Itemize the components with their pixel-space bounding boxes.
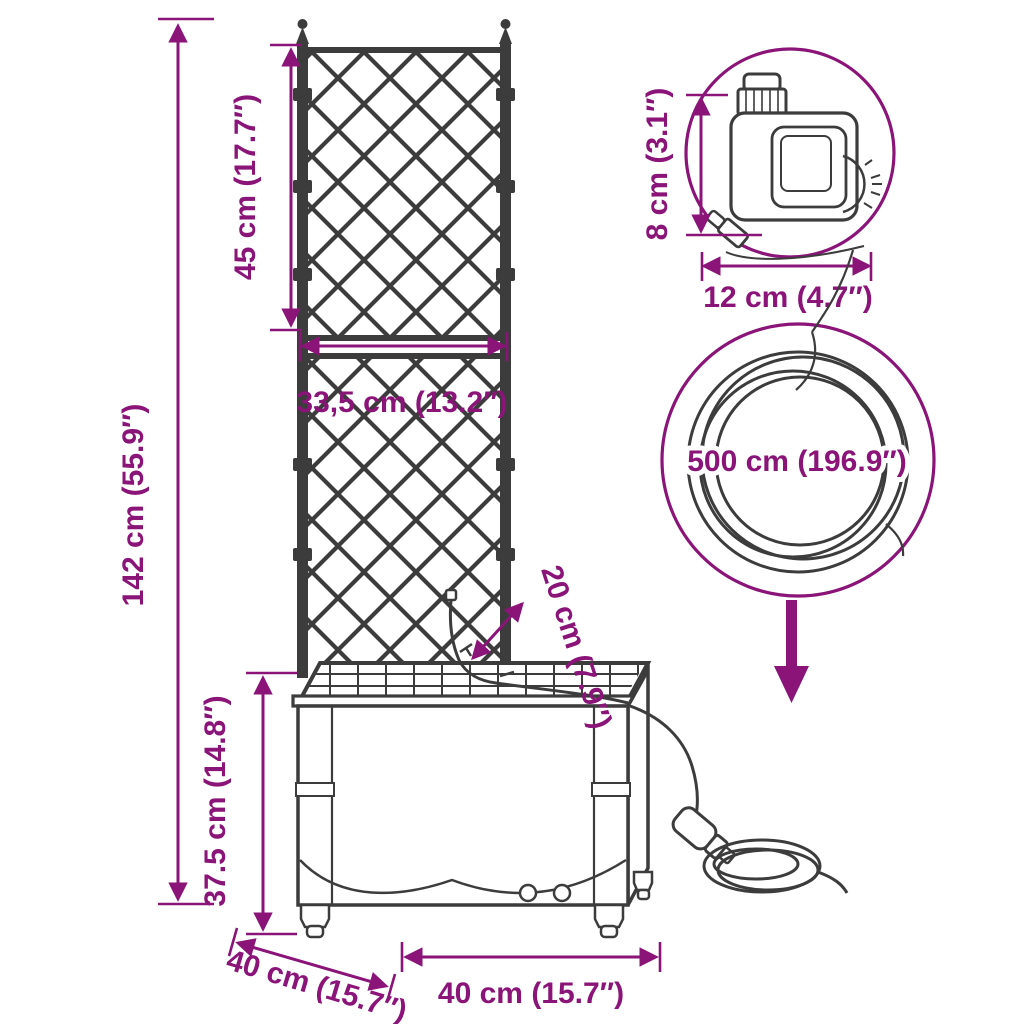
planter-height-label: 37.5 cm (14.8″) [199, 695, 232, 906]
hose-out [629, 704, 699, 821]
dimension-total-height: 142 cm (55.9″) [117, 17, 214, 906]
planter-soil-grid [303, 665, 644, 696]
trellis-post-left [297, 42, 308, 678]
planter-box [291, 661, 654, 939]
hose-length-label: 500 cm (196.9″) [687, 445, 907, 478]
dimension-trellis-height: 45 cm (17.7″) [229, 43, 302, 332]
timer-width-label: 12 cm (4.7″) [703, 281, 872, 314]
finial-left [297, 19, 308, 29]
timer-outlet [706, 209, 750, 249]
drip-connector [444, 588, 458, 602]
dimension-timer-height: 8 cm (3.1″) [641, 88, 762, 241]
trellis-width-label: 33,5 cm (13.2″) [296, 386, 507, 419]
callout-circle [660, 322, 936, 598]
trellis [293, 19, 515, 678]
down-arrow [774, 600, 809, 703]
dimension-planter-width: 40 cm (15.7″) [400, 942, 662, 1010]
hose-coil [686, 249, 910, 574]
dimension-trellis-width: 33,5 cm (13.2″) [296, 332, 509, 419]
water-timer [706, 72, 882, 260]
trellis-height-label: 45 cm (17.7″) [229, 94, 262, 280]
planter-width-label: 40 cm (15.7″) [438, 977, 624, 1010]
timer-dial [842, 154, 866, 214]
timer-callout: 8 cm (3.1″) 12 cm (4.7″) [641, 47, 896, 314]
irrigation-system [444, 588, 849, 894]
drain-hole [552, 883, 572, 903]
planter-front-face [296, 704, 630, 907]
hose-coil-small [702, 838, 849, 894]
drain-hole [518, 883, 538, 903]
total-height-label: 142 cm (55.9″) [117, 404, 150, 607]
hose-callout: 500 cm (196.9″) [660, 249, 936, 598]
finial-right [500, 19, 511, 29]
drip-tube [448, 599, 629, 705]
timer-height-label: 8 cm (3.1″) [641, 88, 674, 241]
dimension-timer-width: 12 cm (4.7″) [700, 252, 873, 314]
planter-feet [299, 870, 654, 939]
trellis-lattice-upper [306, 52, 502, 336]
dimension-planter-height: 37.5 cm (14.8″) [199, 671, 297, 936]
dimension-planter-depth: 40 cm (15.7″) [223, 927, 411, 1024]
trellis-lattice-lower [306, 356, 502, 662]
trellis-post-right [500, 42, 511, 678]
